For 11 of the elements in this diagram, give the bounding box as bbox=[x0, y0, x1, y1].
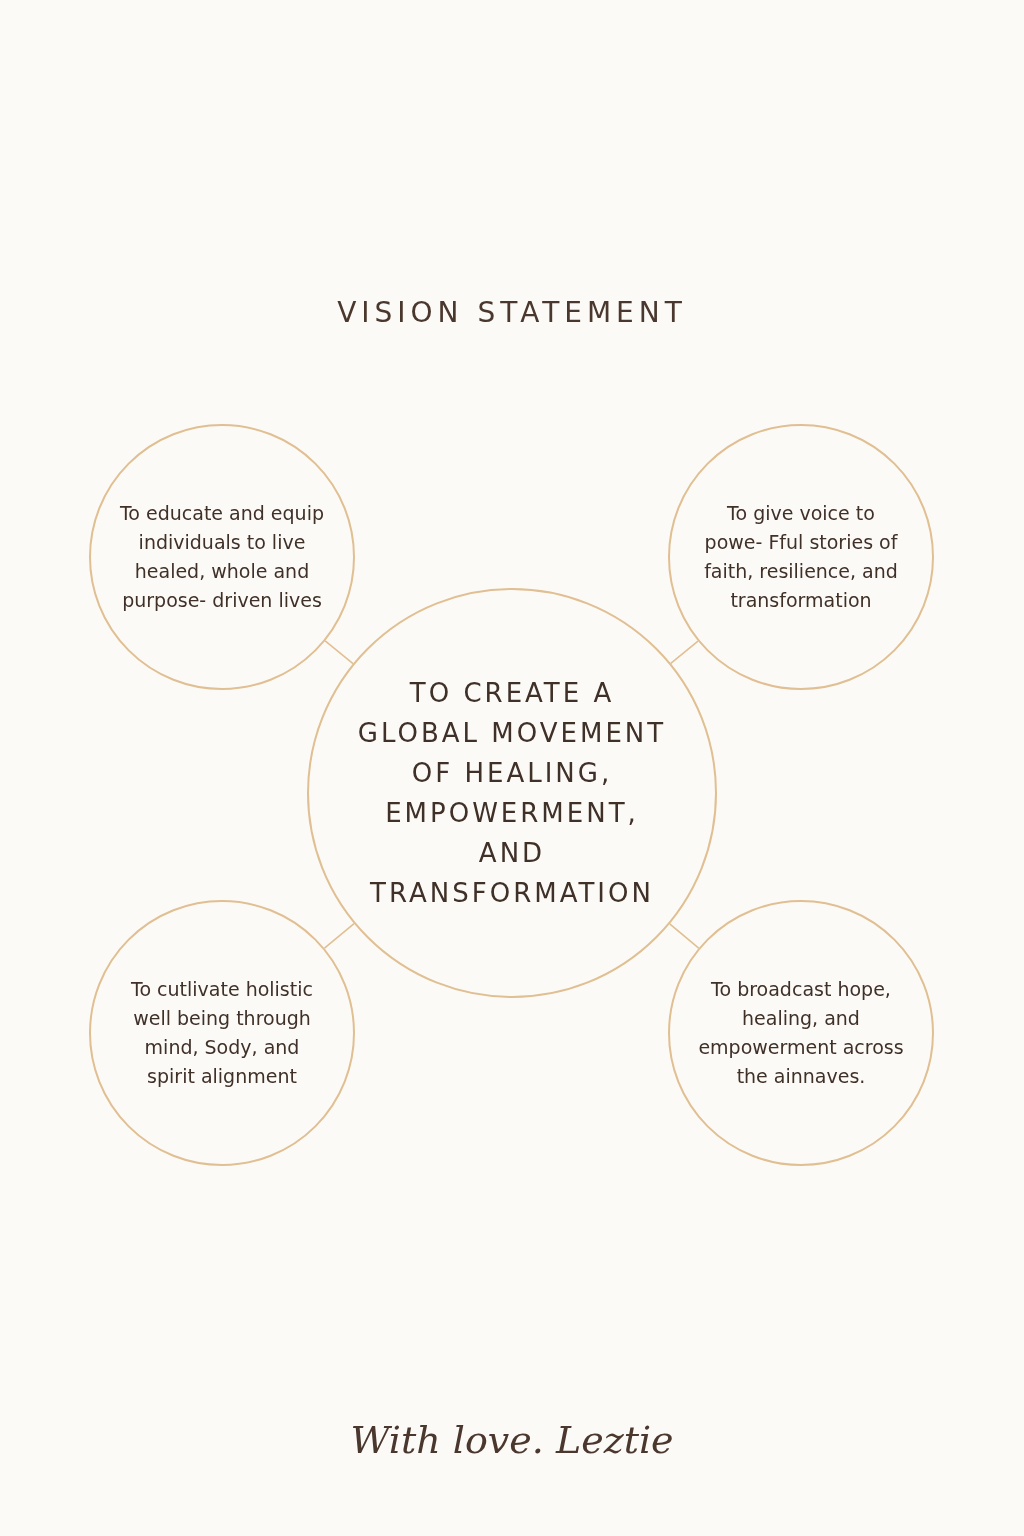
description-text: To broadcast hope, healing, and empowerment across the ainnaves. bbox=[698, 977, 904, 1089]
connector-line bbox=[668, 923, 700, 949]
subtitle: VISION STATEMENT bbox=[336, 296, 688, 329]
vision-statement-text: TO CREATE A GLOBAL MOVEMENT OF HEALING, EMPOWERMENT, AND TRANSFORMATION bbox=[356, 677, 668, 910]
description-text: To give voice to powe- Fful stories of faith, resilience, and transformation bbox=[703, 501, 899, 613]
description-text: To cutlivate holistic well being through mind, Sody, and spirit alignment bbox=[130, 977, 314, 1089]
connector-line bbox=[323, 922, 355, 949]
signature: With love. Leztie bbox=[349, 1418, 675, 1462]
connector-line bbox=[324, 640, 354, 665]
description-text: To educate and equip individuals to live healed, whole and purpose- driven lives bbox=[119, 501, 325, 613]
connector-line bbox=[670, 640, 699, 665]
